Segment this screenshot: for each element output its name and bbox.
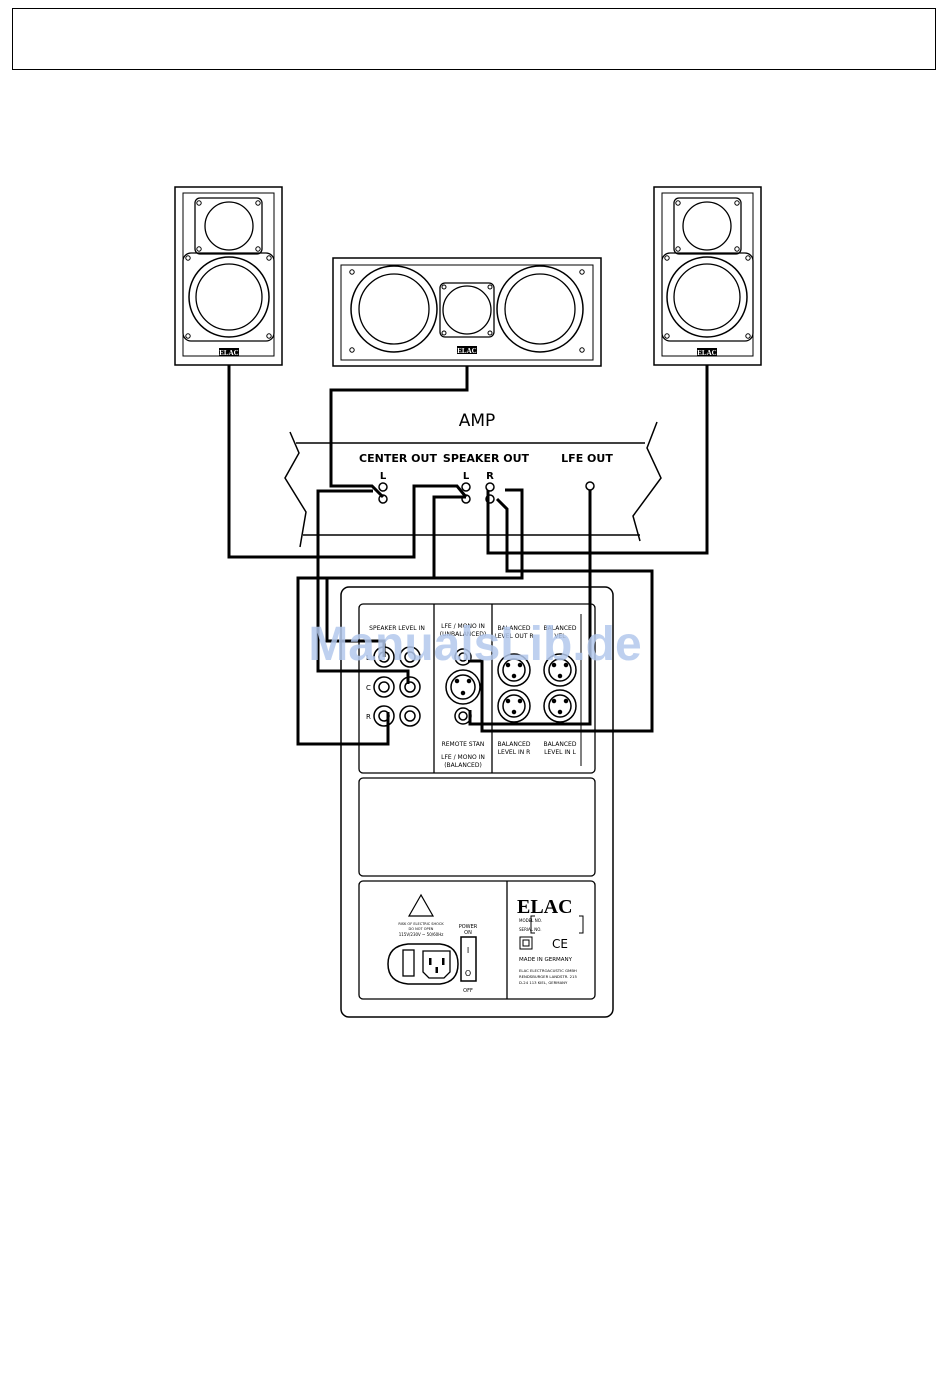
channel-r-label: R [366,713,371,721]
lfe-jacks [445,648,481,725]
power-off-label: OFF [463,988,473,994]
left-speaker-brand: ELAC [219,349,238,357]
remote-stan-label: REMOTE STAN [442,741,485,748]
right-speaker-brand: ELAC [697,349,716,357]
amp-title: AMP [459,411,496,431]
warning-triangle-icon [407,893,435,917]
lfe-mono-in-label: LFE / MONO IN [441,623,485,630]
serial-no-label: SERIAL NO. [519,927,542,932]
balanced-vel-label-1: BALANCED [544,625,577,632]
speaker-level-in-label: SPEAKER LEVEL IN [369,625,425,632]
amp-band [284,421,662,548]
made-in-label: MADE IN GERMANY [519,957,573,963]
warning-line-2: DO NOT OPEN [409,927,434,931]
center-out-terminal-top [378,482,388,492]
power-switch [460,936,477,982]
speaker-out-label: SPEAKER OUT [443,452,530,465]
power-section [387,893,477,985]
channel-l-label: L [366,654,370,662]
power-on-label-1: POWER [459,924,478,930]
warning-line-1: RISK OF ELECTRIC SHOCK [398,922,444,926]
channel-c-label: C [366,684,371,692]
switch-i-label: I [467,946,469,955]
center-speaker-brand: ELAC [457,347,476,355]
left-speaker [174,186,283,366]
power-on-label-2: ON [464,930,472,936]
address-line-1: ELAC ELECTROACUSTIC GMBH [519,968,577,973]
balanced-out-label-1: BALANCED [498,625,531,632]
voltage-label: 115V/230V ~ 50/60Hz [399,932,444,937]
lfe-out-label: LFE OUT [561,452,613,465]
subwoofer-panel [340,586,614,1018]
ce-mark: CE [552,937,568,951]
xlr-jacks [497,653,577,723]
speaker-out-r-label: R [486,471,494,482]
model-no-label: MODEL NO. [519,918,542,923]
model-brackets [530,915,584,934]
speaker-out-r-terminal-top [485,482,495,492]
address-line-2: RENDSBURGER LANDSTR. 215 [519,974,577,979]
address-line-3: D-24 113 KIEL, GERMANY [519,980,568,985]
balanced-out-label-2: LEVEL OUT R [494,633,533,640]
balanced-in-r-label-2: LEVEL IN R [498,749,531,756]
speaker-out-l-terminal-top [461,482,471,492]
center-out-label: CENTER OUT [359,452,437,465]
double-insulation-icon [519,936,533,950]
switch-o-label: O [465,969,471,978]
unbalanced-label: (UNBALANCED) [440,631,486,638]
center-out-l-label: L [380,471,387,482]
watermark: ManualsLib.de [308,618,641,671]
speaker-out-l-label: L [463,471,470,482]
balanced-in-l-label-1: BALANCED [544,741,577,748]
lfe-mono-in-balanced-label: LFE / MONO IN [441,754,485,761]
header-box [12,8,936,70]
lfe-out-terminal [585,481,595,491]
balanced-in-l-label-2: LEVEL IN L [544,749,576,756]
panel-brand: ELAC [517,896,573,918]
balanced-in-r-label-1: BALANCED [498,741,531,748]
wires [227,365,709,746]
speaker-level-jacks [373,646,421,727]
right-speaker [653,186,762,366]
balanced-vel-label-2: VEL [554,633,566,640]
balanced-label: (BALANCED) [444,762,482,769]
